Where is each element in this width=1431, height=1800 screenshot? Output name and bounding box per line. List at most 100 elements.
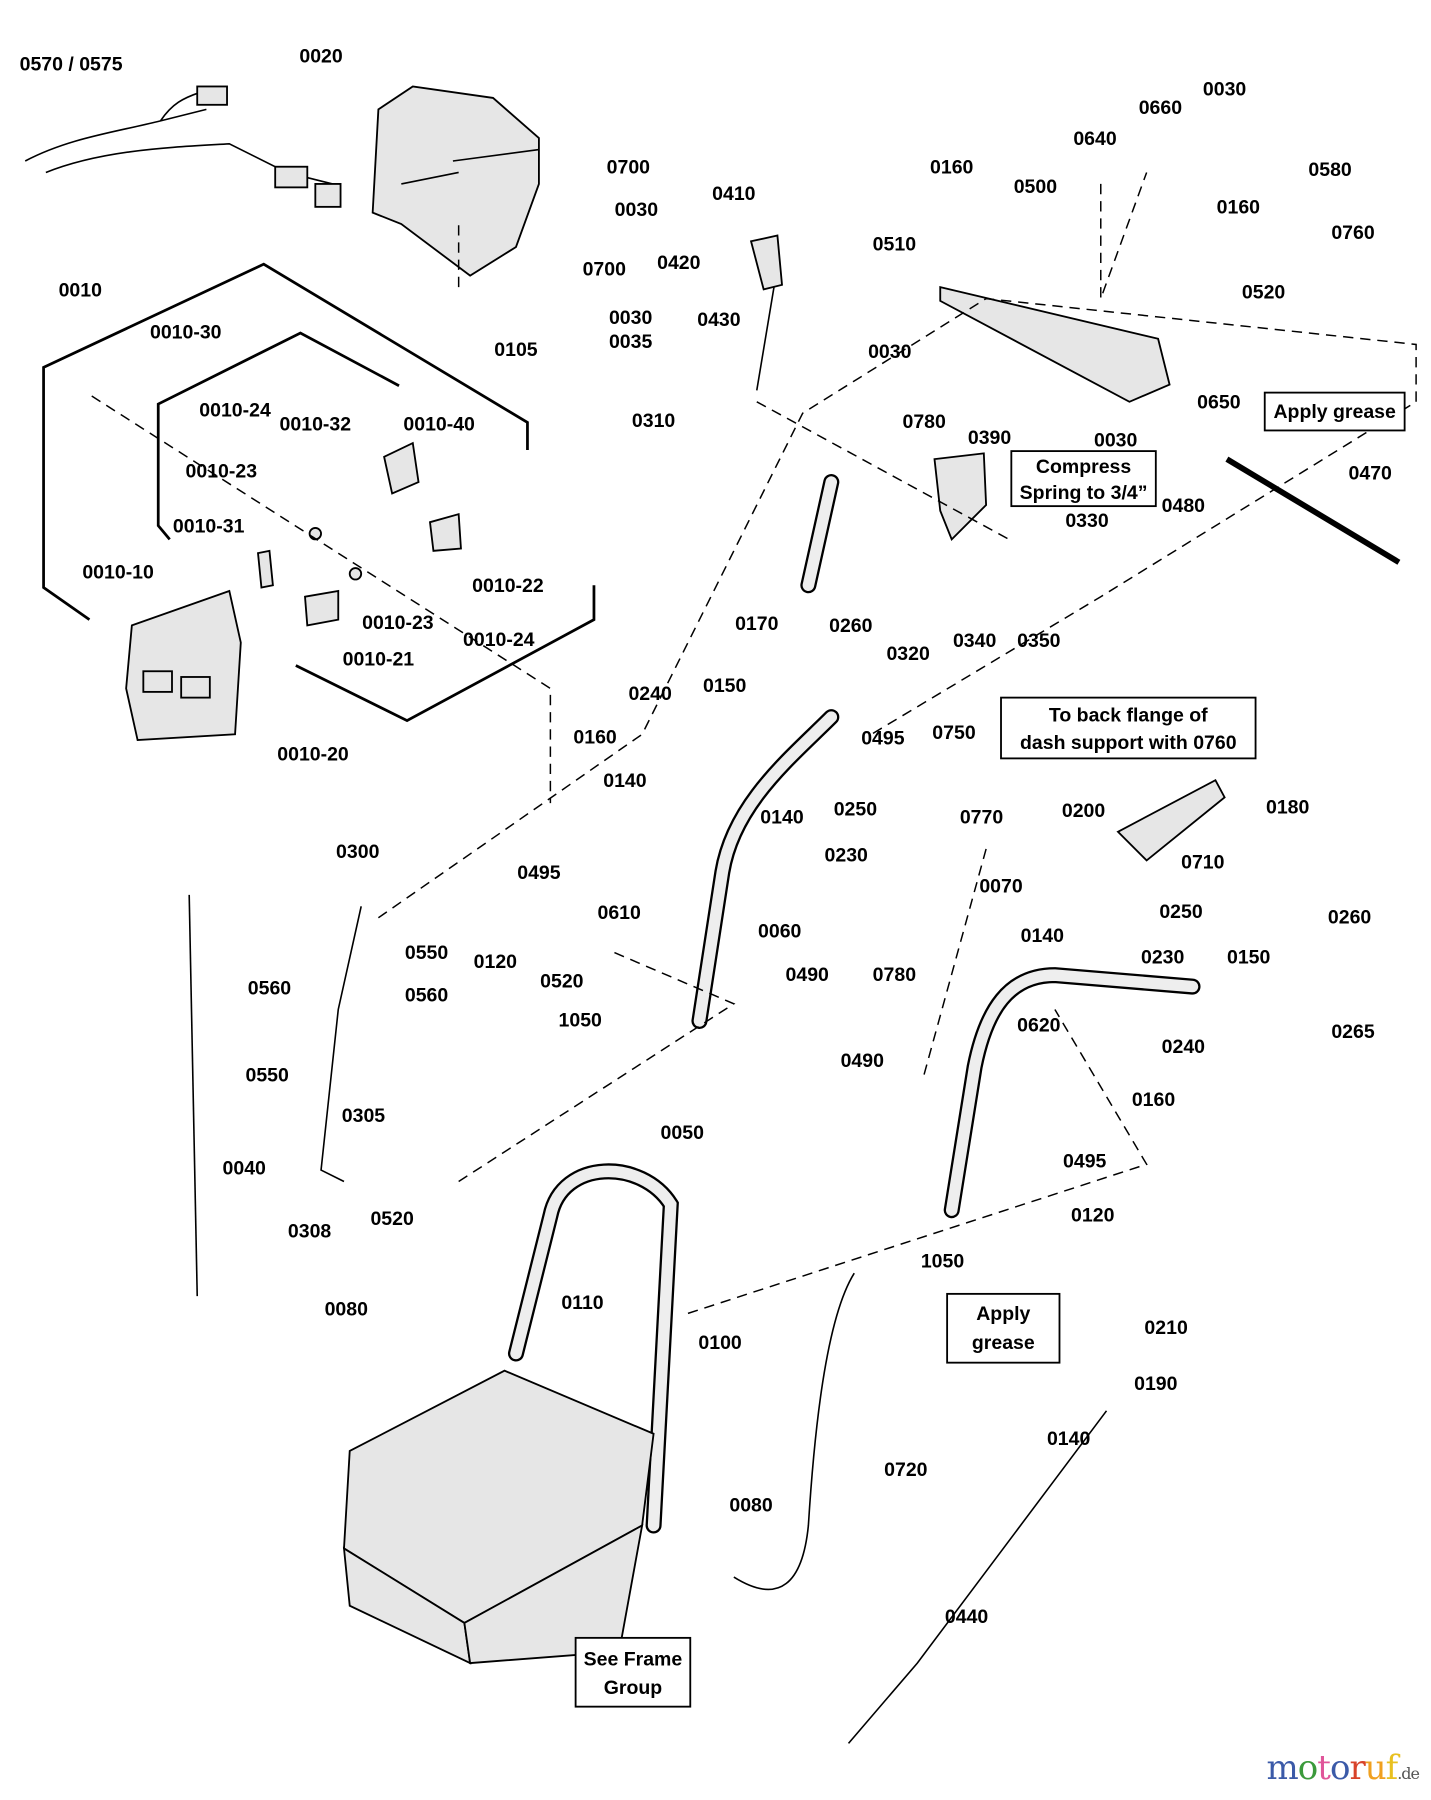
part-label-0430: 0430 xyxy=(697,309,741,331)
rod-0300 xyxy=(320,906,362,1183)
part-label-0495: 0495 xyxy=(1063,1151,1107,1173)
part-label-0750: 0750 xyxy=(932,722,976,744)
part-label-0700: 0700 xyxy=(583,259,627,281)
part-label-1050: 1050 xyxy=(559,1010,603,1032)
cable-0040 xyxy=(188,894,199,1297)
part-label-0060: 0060 xyxy=(758,920,802,942)
svg-text:Apply: Apply xyxy=(976,1303,1030,1325)
part-label-0265: 0265 xyxy=(1331,1021,1375,1043)
part-label-0010-20: 0010-20 xyxy=(277,744,349,766)
part-label-0010-10: 0010-10 xyxy=(82,561,154,583)
part-label-0520: 0520 xyxy=(540,971,584,993)
part-label-0230: 0230 xyxy=(825,845,869,867)
part-label-0510: 0510 xyxy=(873,233,917,255)
part-label-0470: 0470 xyxy=(1349,463,1393,485)
part-label-0120: 0120 xyxy=(1071,1205,1115,1227)
part-label-0010-23: 0010-23 xyxy=(186,460,258,482)
note-see-frame-group: See Frame Group xyxy=(574,1636,692,1708)
note-back-flange: To back flange of dash support with 0760 xyxy=(1000,696,1257,760)
part-label-0160: 0160 xyxy=(930,157,974,179)
part-label-0150: 0150 xyxy=(703,675,747,697)
assembly-lines xyxy=(91,172,1417,1315)
svg-text:Compress: Compress xyxy=(1036,456,1131,478)
dash-support xyxy=(933,285,1171,542)
part-label-0520: 0520 xyxy=(1242,282,1286,304)
part-label-0520: 0520 xyxy=(370,1208,414,1230)
part-label-0240: 0240 xyxy=(1162,1036,1206,1058)
wiring-harness xyxy=(24,85,342,208)
part-label-0150: 0150 xyxy=(1227,947,1271,969)
part-label-0490: 0490 xyxy=(786,964,830,986)
part-label-0700: 0700 xyxy=(607,157,651,179)
part-label-0030: 0030 xyxy=(1203,79,1247,101)
part-label-0550: 0550 xyxy=(405,942,449,964)
part-label-0105: 0105 xyxy=(494,339,538,361)
note-compress-spring: Compress Spring to 3/4” xyxy=(1010,450,1157,508)
part-label-0140: 0140 xyxy=(1047,1428,1091,1450)
part-label-0550: 0550 xyxy=(245,1065,289,1087)
part-label-0250: 0250 xyxy=(834,799,878,821)
part-label-0140: 0140 xyxy=(1021,925,1065,947)
group-bracket-0010 xyxy=(42,262,596,723)
part-label-0770: 0770 xyxy=(960,807,1004,829)
part-label-0560: 0560 xyxy=(405,984,449,1006)
lamp-parts xyxy=(256,441,462,627)
svg-text:dash support with 0760: dash support with 0760 xyxy=(1020,732,1237,754)
part-label-0140: 0140 xyxy=(603,770,647,792)
note-apply-grease-top: Apply grease xyxy=(1263,391,1406,432)
watermark-tld: .de xyxy=(1397,1764,1420,1783)
svg-text:Spring to 3/4”: Spring to 3/4” xyxy=(1020,482,1148,504)
part-label-0030: 0030 xyxy=(615,199,659,221)
part-label-0010-32: 0010-32 xyxy=(280,413,352,435)
part-label-0390: 0390 xyxy=(968,427,1012,449)
part-label-0030: 0030 xyxy=(868,341,912,363)
part-label-1050: 1050 xyxy=(921,1250,965,1272)
part-label-0070: 0070 xyxy=(979,876,1023,898)
upper-handle-left xyxy=(691,474,840,1029)
part-label-0010-24: 0010-24 xyxy=(463,629,535,651)
svg-text:See Frame: See Frame xyxy=(584,1648,683,1670)
part-label-0660: 0660 xyxy=(1139,97,1183,119)
part-label-0010-31: 0010-31 xyxy=(173,516,245,538)
part-label-0035: 0035 xyxy=(609,331,653,353)
part-label-0200: 0200 xyxy=(1062,800,1106,822)
part-label-0495: 0495 xyxy=(861,728,905,750)
part-label-0010-30: 0010-30 xyxy=(150,322,222,344)
part-label-0120: 0120 xyxy=(474,951,518,973)
part-label-0030: 0030 xyxy=(1094,430,1138,452)
part-label-0330: 0330 xyxy=(1065,510,1109,532)
watermark-logo: motoruf.de xyxy=(1266,1748,1420,1788)
part-label-0420: 0420 xyxy=(657,252,701,274)
part-label-0495: 0495 xyxy=(517,862,561,884)
note-apply-grease-bottom: Apply grease xyxy=(946,1292,1061,1364)
part-label-0610: 0610 xyxy=(598,902,642,924)
part-label-0010-40: 0010-40 xyxy=(403,413,475,435)
part-label-0440: 0440 xyxy=(945,1606,989,1628)
part-label-0620: 0620 xyxy=(1017,1014,1061,1036)
part-label-0160: 0160 xyxy=(573,726,617,748)
part-label-0210: 0210 xyxy=(1144,1317,1188,1339)
part-label-0010-21: 0010-21 xyxy=(343,649,415,671)
part-label-0260: 0260 xyxy=(1328,907,1372,929)
part-label-0080: 0080 xyxy=(325,1299,369,1321)
part-label-0010-22: 0010-22 xyxy=(472,575,544,597)
part-label-0780: 0780 xyxy=(903,411,947,433)
part-label-0580: 0580 xyxy=(1308,159,1352,181)
part-label-0100: 0100 xyxy=(698,1332,742,1354)
part-label-0780: 0780 xyxy=(873,964,917,986)
svg-text:Apply grease: Apply grease xyxy=(1273,401,1396,423)
part-label-0020: 0020 xyxy=(299,45,343,67)
part-label-0030: 0030 xyxy=(609,307,653,329)
part-label-0260: 0260 xyxy=(829,615,873,637)
part-label-0180: 0180 xyxy=(1266,796,1310,818)
part-label-0190: 0190 xyxy=(1134,1373,1178,1395)
part-label-0560: 0560 xyxy=(248,978,292,1000)
knob-0410 xyxy=(749,234,783,291)
part-label-0320: 0320 xyxy=(886,643,930,665)
headlight-cover xyxy=(125,589,242,742)
part-label-0500: 0500 xyxy=(1014,176,1058,198)
part-label-0170: 0170 xyxy=(735,613,779,635)
part-label-0080: 0080 xyxy=(729,1495,773,1517)
